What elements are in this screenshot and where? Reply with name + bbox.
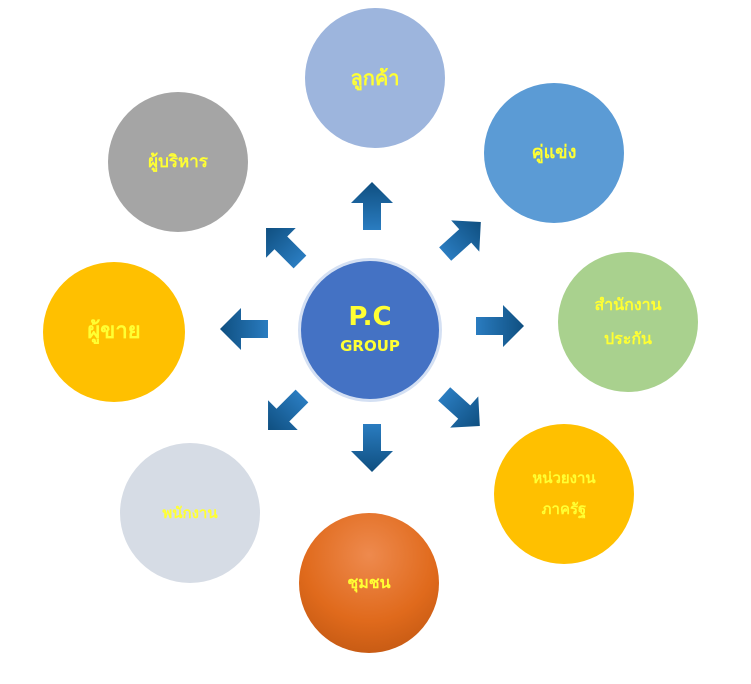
node-competitor-label: คู่แข่ง [531,141,577,163]
arrow-right-icon [476,305,524,347]
node-competitor: คู่แข่ง [484,83,624,223]
arrow-down-right-icon [438,387,480,428]
node-government-agency: หน่วยงาน ภาครัฐ [494,424,634,564]
node-seller: ผู้ขาย [43,262,185,402]
node-customer: ลูกค้า [305,8,445,148]
node-customer-label: ลูกค้า [350,66,400,90]
node-employee: พนักงาน [120,443,260,583]
node-insurance-office: สำนักงาน ประกัน [558,252,698,392]
node-insurance-line2: ประกัน [604,329,652,348]
node-executive-label: ผู้บริหาร [148,151,208,172]
node-government-line2: ภาครัฐ [541,500,587,518]
node-seller-label: ผู้ขาย [87,319,141,345]
node-insurance-line1: สำนักงาน [594,295,662,315]
node-community: ชุมชน [299,513,439,653]
arrow-up-left-icon [266,228,307,269]
arrow-up-icon [351,182,393,230]
center-subtitle: GROUP [340,336,400,355]
node-employee-label: พนักงาน [162,503,218,522]
arrow-up-right-icon [439,220,481,261]
arrow-down-left-icon [268,389,309,430]
center-node-pc-group: P.C GROUP [301,261,439,399]
node-executive: ผู้บริหาร [108,92,248,232]
node-government-line1: หน่วยงาน [532,468,596,487]
node-community-label: ชุมชน [347,572,391,592]
arrow-down-icon [351,424,393,472]
arrow-left-icon [220,308,268,350]
center-title: P.C [348,302,392,333]
